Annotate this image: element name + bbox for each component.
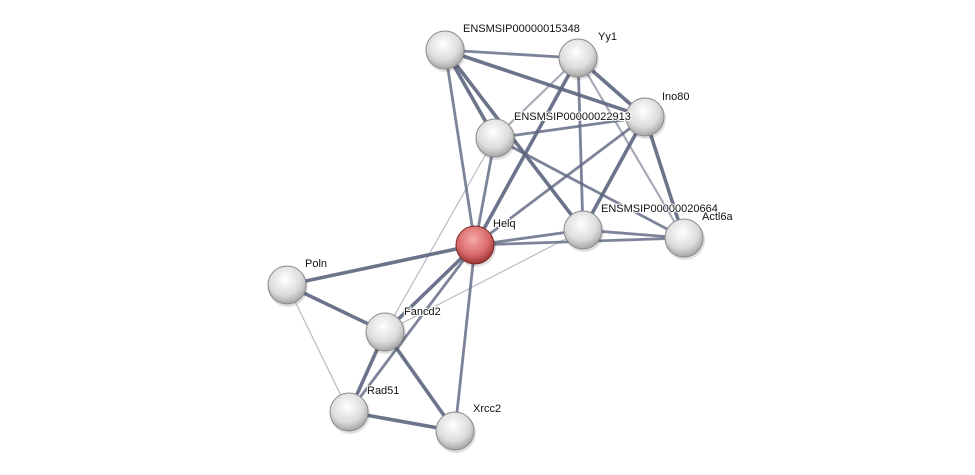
node-sphere[interactable] xyxy=(435,411,475,451)
edge-yy1-actl6a[interactable] xyxy=(577,57,685,239)
node-label: Poln xyxy=(305,258,327,270)
edge-ensmsip00000022913-fancd2[interactable] xyxy=(384,137,496,333)
edge-ensmsip00000015348-helq[interactable] xyxy=(443,49,477,246)
node-sphere[interactable] xyxy=(365,312,405,352)
node-sphere[interactable] xyxy=(558,38,598,78)
node-ensmsip00000015348[interactable]: ENSMSIP00000015348 xyxy=(425,22,581,72)
node-fancd2[interactable]: Fancd2 xyxy=(365,305,442,354)
node-poln[interactable]: Poln xyxy=(267,257,328,307)
node-sphere[interactable] xyxy=(425,30,465,70)
edge-fancd2-xrcc2[interactable] xyxy=(383,330,457,433)
node-label: ENSMSIP00000022913 xyxy=(514,111,631,123)
edge-ino80-actl6a[interactable] xyxy=(643,116,686,239)
node-sphere[interactable] xyxy=(625,97,665,137)
edge-helq-rad51[interactable] xyxy=(347,244,477,413)
edge-yy1-helq[interactable] xyxy=(473,57,580,246)
node-sphere[interactable] xyxy=(455,225,495,265)
edge-yy1-ensmsip00000020664[interactable] xyxy=(576,57,585,231)
edge-ino80-helq[interactable] xyxy=(474,115,646,247)
node-label: Ino80 xyxy=(662,91,690,103)
edge-poln-rad51[interactable] xyxy=(286,284,350,413)
node-sphere[interactable] xyxy=(475,118,515,158)
node-label: Fancd2 xyxy=(404,306,441,318)
edge-ensmsip00000015348-ino80[interactable] xyxy=(444,48,646,119)
node-xrcc2[interactable]: Xrcc2 xyxy=(435,402,502,453)
node-sphere[interactable] xyxy=(563,210,603,250)
edge-ino80-ensmsip00000020664[interactable] xyxy=(581,116,647,231)
edge-ensmsip00000022913-actl6a[interactable] xyxy=(494,136,685,240)
node-label: ENSMSIP00000015348 xyxy=(463,23,580,35)
node-label: Rad51 xyxy=(367,385,399,397)
node-ino80[interactable]: Ino80 xyxy=(625,90,691,139)
edge-helq-xrcc2[interactable] xyxy=(453,244,477,432)
node-sphere[interactable] xyxy=(267,265,307,305)
edge-ensmsip00000015348-yy1[interactable] xyxy=(444,48,579,60)
edge-helq-poln[interactable] xyxy=(286,243,476,287)
node-label: Actl6a xyxy=(702,211,733,223)
node-actl6a[interactable]: Actl6a xyxy=(664,210,734,260)
node-helq[interactable]: Helq xyxy=(455,217,517,267)
node-ensmsip00000022913[interactable]: ENSMSIP00000022913 xyxy=(475,110,632,160)
node-label: ENSMSIP00000020664 xyxy=(601,203,718,215)
node-ensmsip00000020664[interactable]: ENSMSIP00000020664 xyxy=(563,202,719,252)
node-label: Helq xyxy=(493,218,516,230)
node-yy1[interactable]: Yy1 xyxy=(558,30,618,80)
node-sphere[interactable] xyxy=(329,392,369,432)
node-sphere[interactable] xyxy=(664,218,704,258)
node-rad51[interactable]: Rad51 xyxy=(329,384,400,434)
edge-ensmsip00000020664-fancd2[interactable] xyxy=(384,229,584,333)
edge-helq-fancd2[interactable] xyxy=(383,243,477,334)
edge-ino80-ensmsip00000022913[interactable] xyxy=(494,115,646,140)
node-label: Yy1 xyxy=(598,31,617,43)
node-label: Xrcc2 xyxy=(473,403,501,415)
